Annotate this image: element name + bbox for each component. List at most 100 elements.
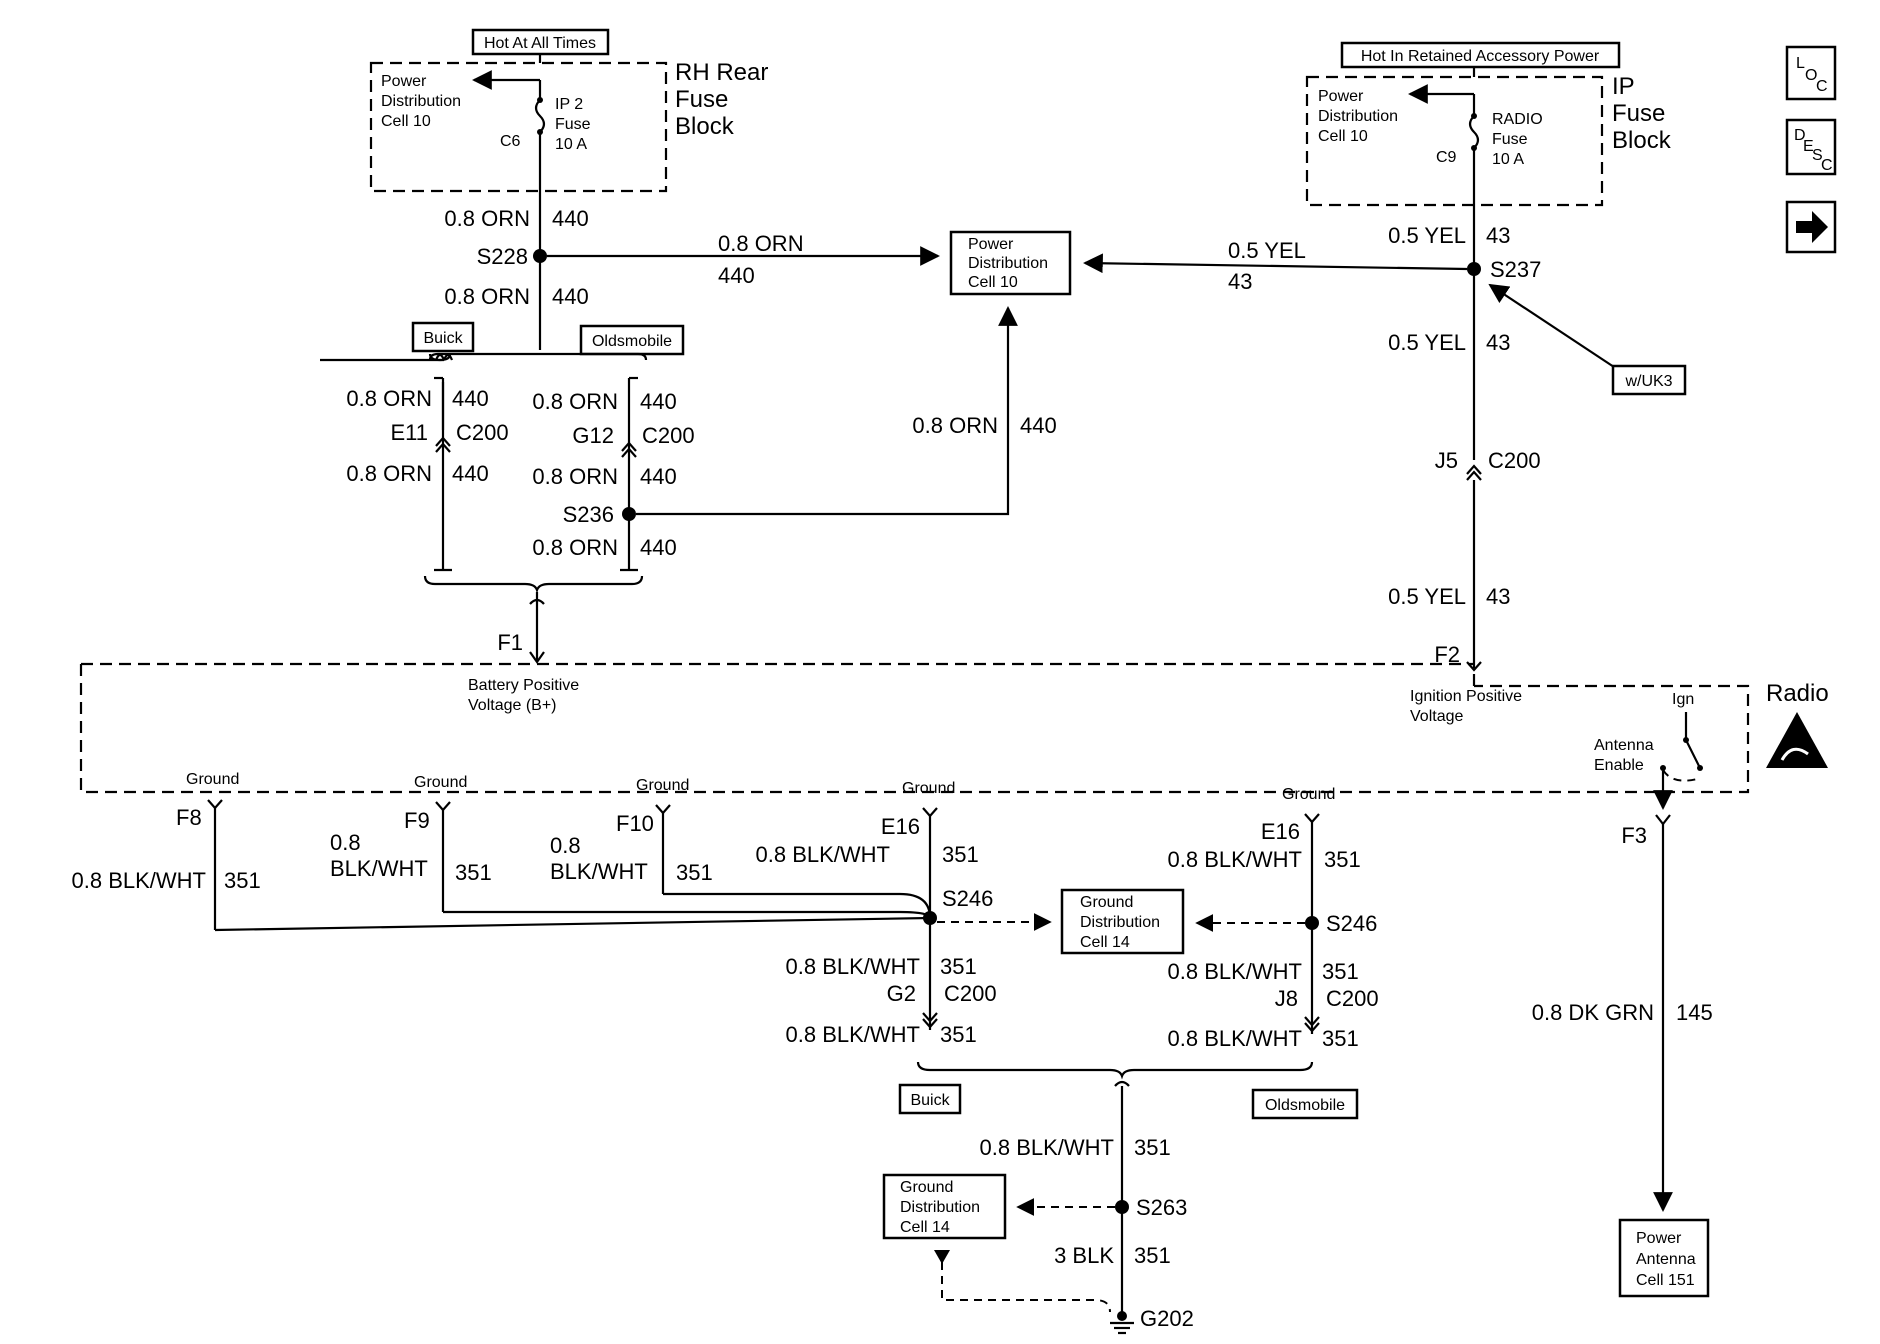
svg-text:0.8 BLK/WHT: 0.8 BLK/WHT	[1168, 847, 1302, 872]
svg-text:S228: S228	[477, 244, 528, 269]
svg-text:Power: Power	[1318, 88, 1364, 105]
radio-module: Radio Battery Positive Voltage (B+) Igni…	[79, 662, 1829, 810]
ground-arrow-icon	[934, 1250, 950, 1264]
loc-button[interactable]: L O C	[1785, 45, 1837, 101]
svg-text:0.8 ORN: 0.8 ORN	[532, 464, 618, 489]
svg-text:0.8: 0.8	[550, 833, 581, 858]
svg-text:C200: C200	[1488, 448, 1541, 473]
connector-c9: C9	[1436, 149, 1457, 166]
svg-text:351: 351	[940, 954, 977, 979]
pin-f3: F3	[1621, 823, 1647, 848]
power-distribution-cell-10-box[interactable]: Power Distribution Cell 10	[949, 230, 1072, 296]
svg-text:S246: S246	[942, 886, 993, 911]
svg-text:S: S	[1812, 147, 1823, 164]
oldsmobile-label-top: Oldsmobile	[579, 324, 685, 356]
ground-symbol-icon	[1110, 1311, 1134, 1335]
svg-text:Block: Block	[675, 113, 735, 140]
svg-text:351: 351	[455, 860, 492, 885]
svg-text:S237: S237	[1490, 257, 1541, 282]
buick-label-top: Buick	[411, 321, 475, 353]
svg-text:Enable: Enable	[1594, 757, 1644, 774]
connector-j8: J8	[1275, 986, 1298, 1011]
svg-text:440: 440	[718, 263, 755, 288]
svg-text:Ground: Ground	[414, 774, 467, 791]
svg-text:S263: S263	[1136, 1195, 1187, 1220]
hot-in-retained-accessory-power-label: Hot In Retained Accessory Power	[1361, 48, 1600, 65]
svg-text:0.8 BLK/WHT: 0.8 BLK/WHT	[1168, 959, 1302, 984]
svg-text:IP 2: IP 2	[555, 96, 583, 113]
ground-distribution-cell-14-box-mid[interactable]: Ground Distribution Cell 14	[1060, 888, 1185, 955]
svg-text:0.5 YEL: 0.5 YEL	[1388, 330, 1466, 355]
svg-text:351: 351	[1322, 959, 1359, 984]
svg-text:C200: C200	[456, 420, 509, 445]
svg-text:0.8 ORN: 0.8 ORN	[444, 206, 530, 231]
svg-text:E: E	[1803, 138, 1814, 155]
svg-text:351: 351	[1134, 1135, 1171, 1160]
radio-title: Radio	[1766, 680, 1829, 707]
svg-text:Power: Power	[1636, 1230, 1682, 1247]
svg-text:0.8 BLK/WHT: 0.8 BLK/WHT	[1168, 1026, 1302, 1051]
svg-text:0.8 ORN: 0.8 ORN	[444, 284, 530, 309]
pin-f2: F2	[1434, 642, 1460, 667]
power-antenna-cell-151-box[interactable]: Power Antenna Cell 151	[1618, 1218, 1710, 1298]
svg-text:351: 351	[1322, 1026, 1359, 1051]
connector-j5: J5	[1435, 448, 1458, 473]
svg-text:351: 351	[224, 868, 261, 893]
splice-s263	[1115, 1200, 1129, 1214]
svg-text:0.5 YEL: 0.5 YEL	[1388, 223, 1466, 248]
svg-text:0.8 BLK/WHT: 0.8 BLK/WHT	[786, 1022, 920, 1047]
svg-text:0.5 YEL: 0.5 YEL	[1228, 238, 1306, 263]
rh-rear-fuse-block: Hot At All Times Power Distribution Cell…	[369, 28, 768, 350]
svg-text:Ground: Ground	[186, 771, 239, 788]
svg-text:10 A: 10 A	[1492, 151, 1524, 168]
desc-button[interactable]: D E S C	[1785, 118, 1837, 176]
connector-e11: E11	[390, 420, 428, 445]
svg-text:43: 43	[1486, 223, 1510, 248]
svg-text:Ground: Ground	[1080, 894, 1133, 911]
svg-text:Buick: Buick	[423, 330, 463, 347]
svg-text:RADIO: RADIO	[1492, 111, 1543, 128]
buick-label-bottom: Buick	[898, 1083, 962, 1115]
svg-text:Cell 10: Cell 10	[381, 113, 431, 130]
svg-text:351: 351	[1134, 1243, 1171, 1268]
svg-text:Ign: Ign	[1672, 691, 1694, 708]
right-arrow-icon	[1796, 211, 1828, 243]
svg-text:43: 43	[1486, 330, 1510, 355]
svg-text:145: 145	[1676, 1000, 1713, 1025]
splice-s237	[1467, 262, 1481, 276]
svg-text:Voltage: Voltage	[1410, 708, 1463, 725]
svg-text:BLK/WHT: BLK/WHT	[330, 856, 428, 881]
svg-text:440: 440	[640, 389, 677, 414]
svg-text:351: 351	[942, 842, 979, 867]
ground-g202: G202	[1140, 1306, 1194, 1331]
next-page-button[interactable]	[1785, 200, 1837, 254]
svg-text:0.8 ORN: 0.8 ORN	[532, 535, 618, 560]
svg-text:Ignition Positive: Ignition Positive	[1410, 688, 1522, 705]
splice-s246-left	[923, 911, 937, 925]
svg-text:C: C	[1821, 157, 1833, 174]
svg-text:Buick: Buick	[910, 1092, 950, 1109]
svg-text:Fuse: Fuse	[675, 86, 728, 113]
pin-f9: F9	[404, 808, 430, 833]
ground-distribution-cell-14-box-bottom[interactable]: Ground Distribution Cell 14	[882, 1173, 1007, 1240]
svg-text:Fuse: Fuse	[555, 116, 591, 133]
svg-text:w/UK3: w/UK3	[1624, 373, 1672, 390]
svg-text:Ground: Ground	[1282, 786, 1335, 803]
svg-text:Block: Block	[1612, 127, 1672, 154]
svg-text:351: 351	[1324, 847, 1361, 872]
svg-text:Voltage (B+): Voltage (B+)	[468, 697, 557, 714]
splice-s228	[533, 249, 547, 263]
svg-text:Distribution: Distribution	[1080, 914, 1160, 931]
svg-text:Distribution: Distribution	[968, 255, 1048, 272]
pin-f10: F10	[616, 811, 654, 836]
svg-text:O: O	[1805, 67, 1817, 84]
svg-text:C200: C200	[642, 423, 695, 448]
w-uk3-option-label: w/UK3	[1611, 364, 1687, 396]
svg-text:440: 440	[552, 284, 589, 309]
svg-text:Cell 151: Cell 151	[1636, 1272, 1695, 1289]
svg-text:43: 43	[1486, 584, 1510, 609]
svg-text:Fuse: Fuse	[1612, 100, 1665, 127]
svg-text:BLK/WHT: BLK/WHT	[550, 859, 648, 884]
svg-text:S236: S236	[563, 502, 614, 527]
